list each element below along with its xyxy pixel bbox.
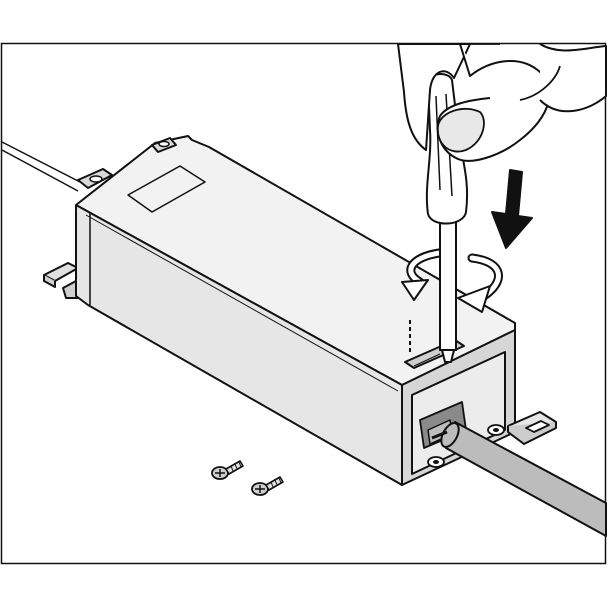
- hand: [397, 43, 607, 162]
- mounting-screw-2: [251, 476, 284, 496]
- thumbnail: [437, 107, 485, 153]
- rotation-arrows-icon: [401, 247, 503, 313]
- terminal-block: [419, 401, 505, 468]
- right-mounting-tab: [507, 411, 557, 445]
- input-cable-left: [1, 141, 81, 192]
- output-cable: [431, 421, 607, 537]
- down-arrow-icon: [491, 169, 533, 249]
- housing-label-area: [127, 165, 206, 213]
- mounting-screw-1: [211, 460, 244, 480]
- housing-front-face: [75, 204, 403, 486]
